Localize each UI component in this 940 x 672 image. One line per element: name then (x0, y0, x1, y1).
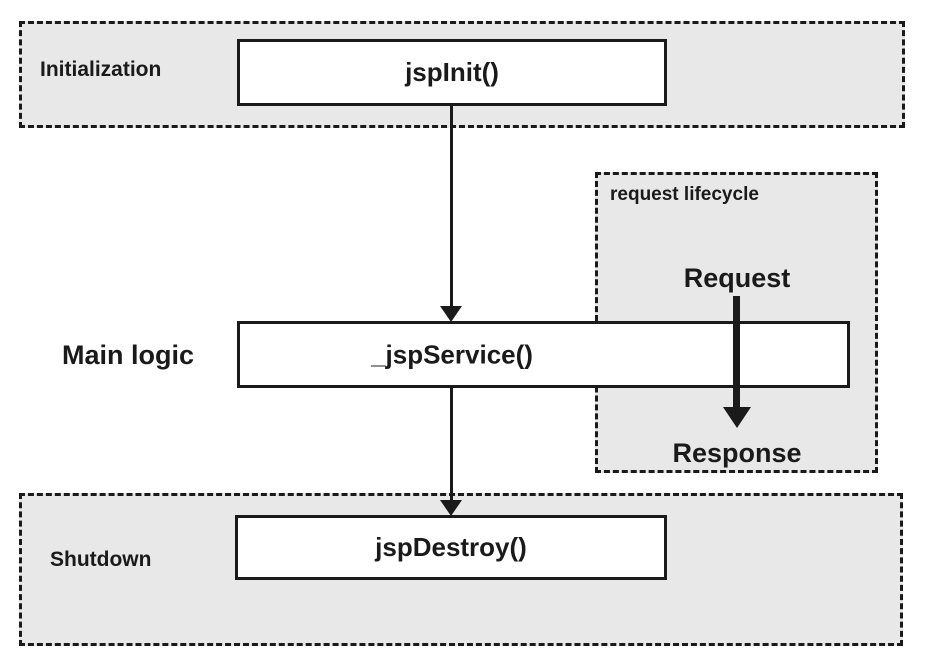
response-label: Response (672, 438, 802, 468)
service-to-destroy-arrowhead-icon (440, 500, 462, 516)
jspinit-box-label: jspInit() (405, 57, 499, 87)
request-lifecycle-label: request lifecycle (610, 184, 759, 205)
initialization-label: Initialization (40, 58, 162, 81)
jspdestroy-box-label: jspDestroy() (375, 532, 527, 562)
request-label: Request (683, 263, 791, 293)
init-to-service-arrow-line (450, 105, 453, 307)
jspservice-box-label: _jspService() (371, 339, 533, 369)
jspinit-box: jspInit() (237, 39, 667, 106)
request-to-response-arrow-line (733, 296, 740, 408)
shutdown-label: Shutdown (50, 548, 152, 571)
jspservice-box: _jspService() (237, 321, 850, 388)
jspdestroy-box: jspDestroy() (235, 515, 667, 580)
main-logic-label: Main logic (62, 340, 195, 370)
request-to-response-arrowhead-icon (723, 407, 751, 428)
init-to-service-arrowhead-icon (440, 306, 462, 322)
service-to-destroy-arrow-line (450, 387, 453, 501)
